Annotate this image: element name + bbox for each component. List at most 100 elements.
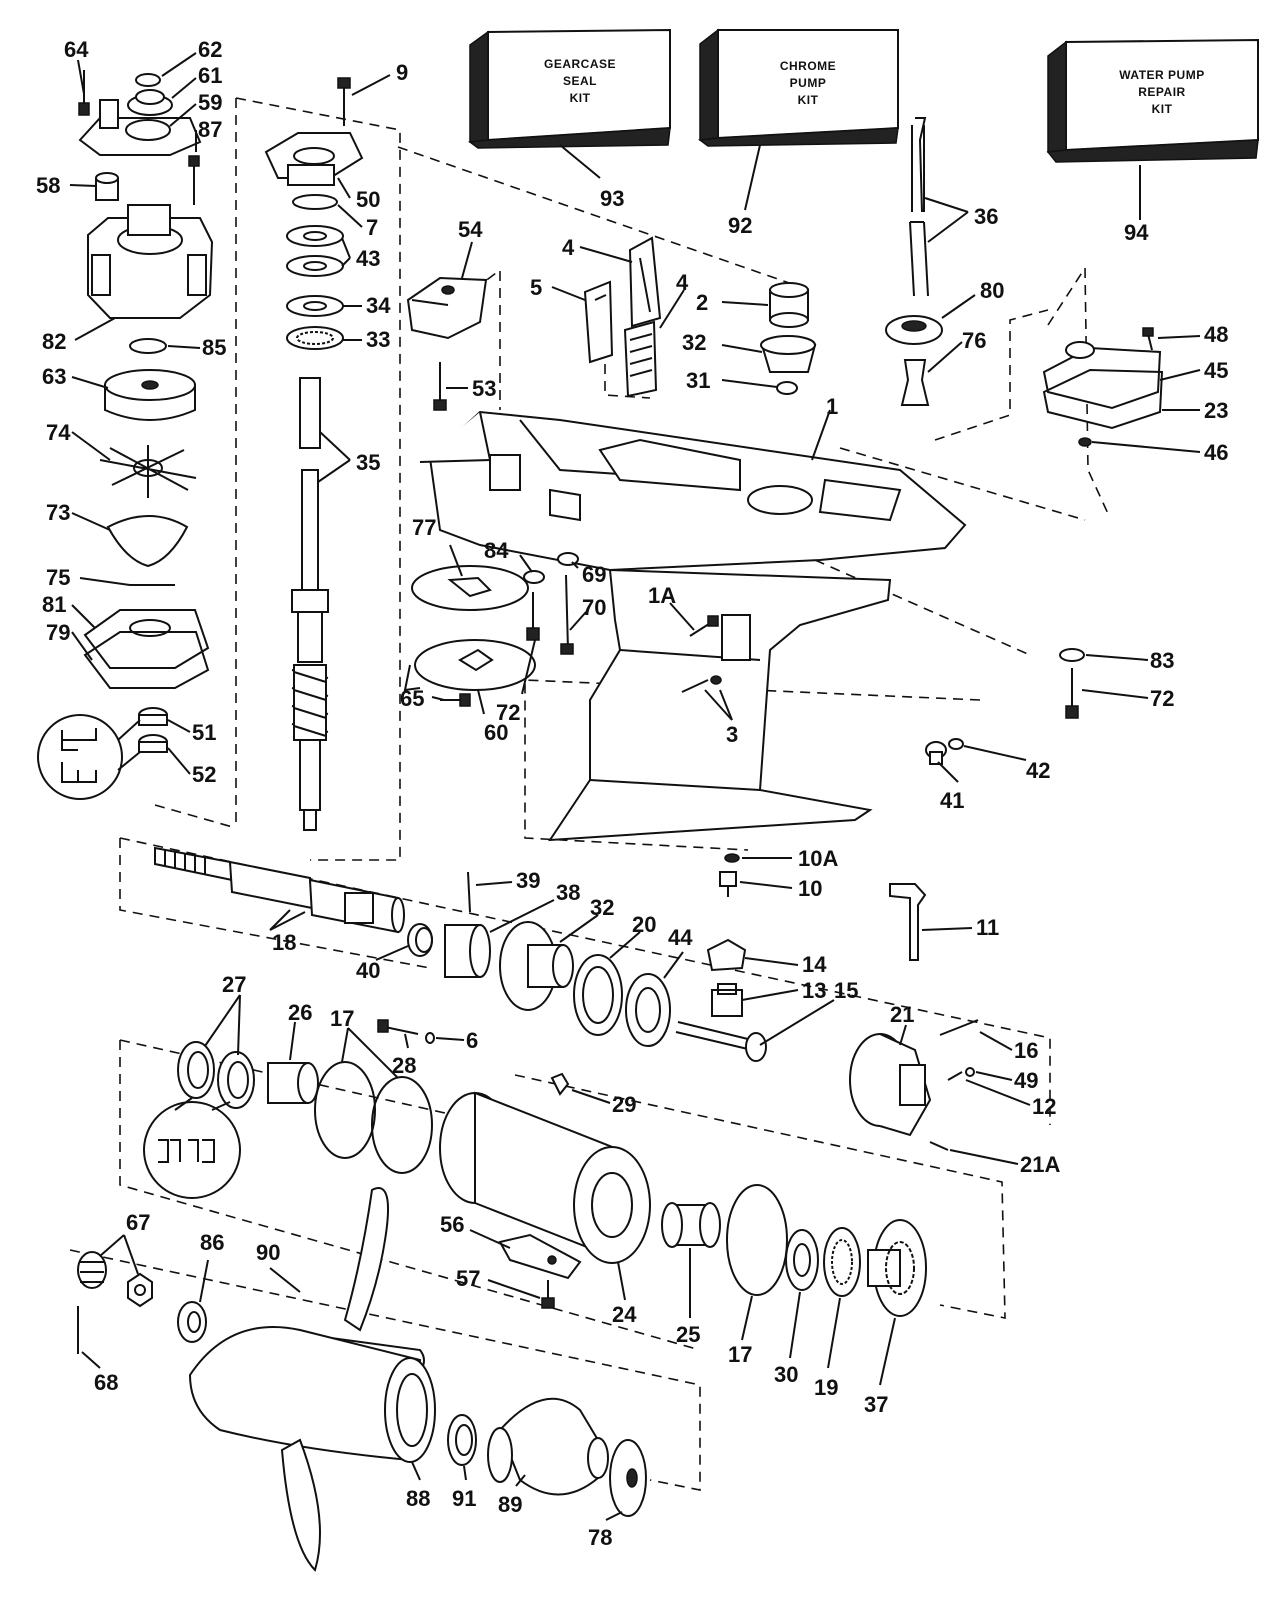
screw-28 — [377, 1019, 419, 1035]
gasket-73 — [106, 515, 189, 568]
callout-81: 81 — [42, 592, 66, 617]
callout-19: 19 — [814, 1375, 838, 1400]
callout-17: 17 — [330, 1006, 354, 1031]
propshaft-row — [154, 846, 979, 1151]
callout-63: 63 — [42, 364, 66, 389]
callout-28: 28 — [392, 1053, 416, 1078]
plate-81 — [83, 609, 210, 669]
bearing-26 — [267, 1062, 319, 1104]
callout-53: 53 — [472, 376, 496, 401]
callout-4: 4 — [562, 235, 575, 260]
forward-gear-32 — [499, 921, 574, 1011]
anode-54 — [406, 276, 488, 340]
carrier-24 — [439, 1091, 651, 1264]
callout-14: 14 — [802, 952, 827, 977]
callout-50: 50 — [356, 187, 380, 212]
callout-67: 67 — [126, 1210, 150, 1235]
callout-2: 2 — [696, 290, 708, 315]
pin-16 — [939, 1019, 979, 1036]
nut-67a — [77, 1251, 107, 1289]
screws-3 — [681, 675, 722, 693]
washer-42 — [948, 738, 964, 750]
bearing-25 — [661, 1202, 721, 1248]
callout-25: 25 — [676, 1322, 700, 1347]
callout-6: 6 — [466, 1028, 478, 1053]
bearing-20 — [573, 954, 623, 1036]
kit-label-line: WATER PUMP — [1119, 68, 1204, 82]
propeller-row — [77, 1187, 647, 1572]
callout-7: 7 — [366, 215, 378, 240]
kit-label-line: CHROME — [780, 59, 836, 73]
plate-77 — [411, 565, 529, 611]
pinion-gear-32 — [760, 335, 817, 373]
washer-46 — [1078, 437, 1092, 447]
washer-34 — [286, 295, 344, 317]
kit-label-line: SEAL — [563, 74, 597, 88]
callout-43: 43 — [356, 246, 380, 271]
callout-20: 20 — [632, 912, 656, 937]
block-4a — [628, 236, 662, 328]
oring-17b — [371, 1076, 433, 1174]
callout-35: 35 — [356, 450, 380, 475]
oring-6 — [425, 1032, 435, 1044]
plug-41 — [925, 741, 947, 765]
oring-17a — [314, 1061, 376, 1159]
callout-94: 94 — [1124, 220, 1149, 245]
ring-40 — [407, 923, 433, 957]
callout-46: 46 — [1204, 440, 1228, 465]
kit-label-line: KIT — [1152, 102, 1173, 116]
oring-62 — [135, 73, 161, 87]
kit-box-water-pump-repair: WATER PUMP REPAIR KIT — [1046, 38, 1259, 163]
center-top-parts — [406, 117, 1164, 447]
callout-49: 49 — [1014, 1068, 1038, 1093]
callout-1a: 1A — [648, 583, 676, 608]
callout-88: 88 — [406, 1486, 430, 1511]
callout-68: 68 — [94, 1370, 118, 1395]
callout-21a: 21A — [1020, 1152, 1060, 1177]
pump-housing-59 — [78, 99, 202, 156]
grommet-61 — [127, 89, 173, 116]
reverse-gear-37 — [867, 1219, 927, 1317]
callout-labels: 64 62 61 59 87 58 82 85 63 74 73 75 81 7… — [36, 37, 1228, 1550]
pin-39 — [467, 871, 471, 913]
washer-43a — [286, 225, 344, 247]
detent-14 — [706, 938, 747, 972]
washer-83 — [1059, 648, 1085, 662]
callout-86: 86 — [200, 1230, 224, 1255]
seal-51 — [138, 707, 168, 726]
callout-15: 15 — [834, 978, 858, 1003]
impeller-cup-63 — [104, 369, 196, 421]
washer-43b — [286, 255, 344, 277]
gasket-23 — [1042, 368, 1164, 430]
clip-29 — [550, 1072, 570, 1096]
screw-10 — [719, 871, 737, 897]
hub-89 — [487, 1397, 609, 1496]
callout-10a: 10A — [798, 846, 838, 871]
boot-76 — [900, 359, 930, 406]
callout-79: 79 — [46, 620, 70, 645]
cover-45 — [1042, 341, 1162, 410]
callout-33: 33 — [366, 327, 390, 352]
spacer-78 — [609, 1439, 647, 1517]
callout-32: 32 — [590, 895, 614, 920]
kit-box-chrome-pump: CHROME PUMP KIT — [698, 28, 899, 147]
washer-30 — [785, 1229, 819, 1291]
callout-27: 27 — [222, 972, 246, 997]
nut-31 — [776, 381, 798, 395]
callout-74: 74 — [46, 420, 71, 445]
callout-75: 75 — [46, 565, 70, 590]
block-5 — [583, 280, 614, 364]
callout-5: 5 — [530, 275, 542, 300]
callout-57: 57 — [456, 1266, 480, 1291]
callout-17: 17 — [728, 1342, 752, 1367]
oring-17c — [726, 1184, 788, 1296]
callout-39: 39 — [516, 868, 540, 893]
callout-72: 72 — [1150, 686, 1174, 711]
callout-83: 83 — [1150, 648, 1174, 673]
callout-11: 11 — [976, 915, 999, 940]
callout-36: 36 — [974, 204, 998, 229]
pin-21a — [929, 1141, 949, 1151]
bushing-58 — [95, 172, 119, 201]
water-pump-stack — [37, 70, 214, 800]
bushing-91 — [447, 1414, 477, 1466]
